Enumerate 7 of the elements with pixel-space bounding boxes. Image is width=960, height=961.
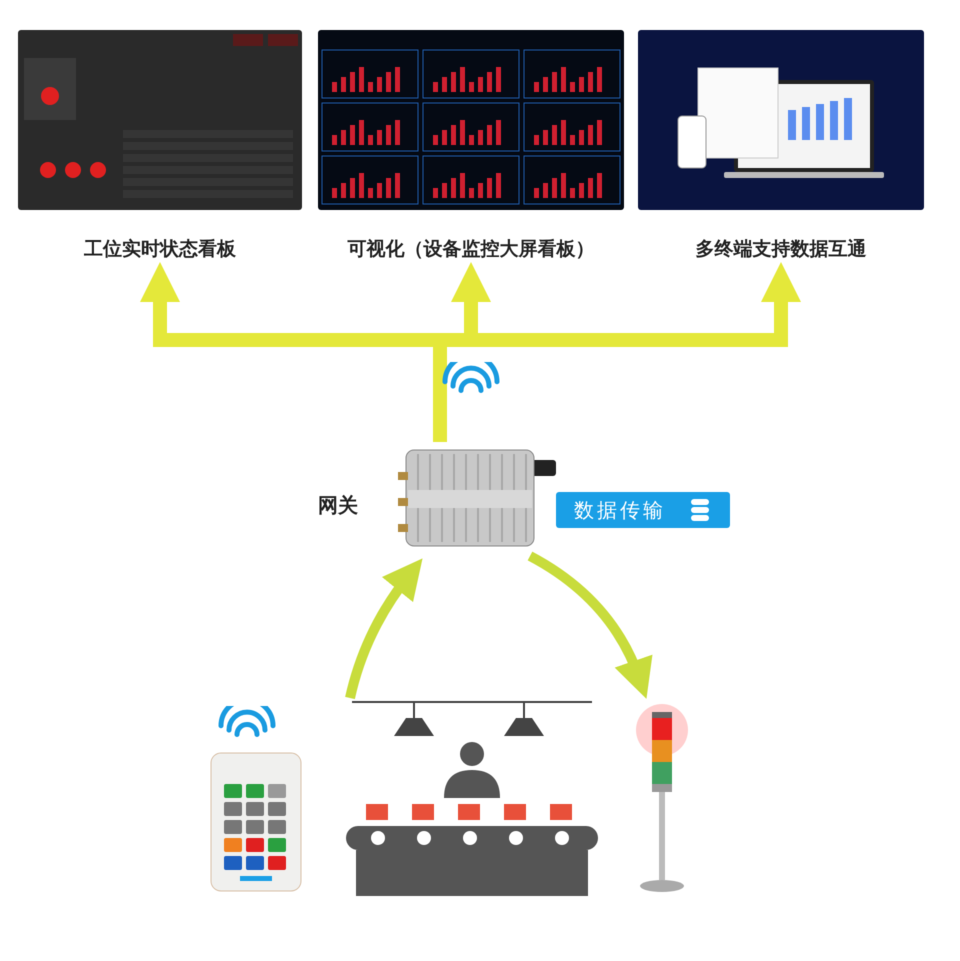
data-transfer-badge: 数据传输 — [556, 492, 730, 528]
gateway-label: 网关 — [318, 492, 358, 519]
node-label: 多终端支持数据互通 — [694, 237, 868, 262]
node-label: 可视化（设备监控大屏看板） — [346, 237, 596, 262]
arrow — [528, 552, 652, 699]
arrow — [345, 558, 422, 700]
node-label: 工位实时状态看板 — [83, 237, 237, 262]
